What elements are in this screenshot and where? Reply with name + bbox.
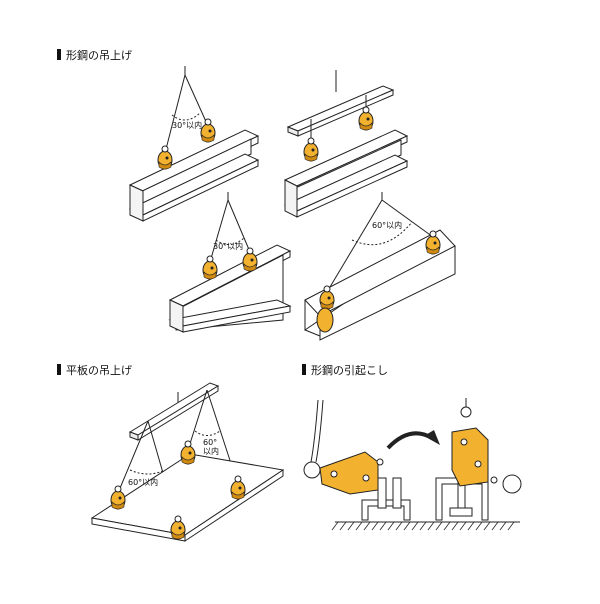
section-title: 平板の吊上げ (66, 364, 132, 377)
uprighting-arrow (386, 430, 440, 450)
clamp-icon (451, 427, 498, 487)
beam-sling-30deg-a (128, 66, 260, 222)
square-bullet-icon (302, 364, 306, 375)
angle-label: 60° 以内 (203, 438, 219, 456)
beam-spreader-bar (283, 70, 409, 218)
angle-label: 30°以内 (172, 121, 203, 130)
clamp-icon (202, 255, 218, 280)
clamp-icon (157, 145, 173, 170)
clamp-icon (358, 106, 374, 131)
angle-label: 30°以内 (213, 242, 244, 251)
clamp-icon (242, 247, 258, 272)
angle-label: 60°以内 (372, 221, 403, 230)
angle-label-line: 60° (203, 438, 218, 447)
angle-label: 60°以内 (128, 478, 159, 487)
plate-spreader-lift (90, 382, 285, 542)
section-header-shaped-steel-uprighting: 形鋼の引起こし (302, 362, 388, 378)
square-bullet-icon (57, 364, 61, 375)
section-title: 形鋼の吊上げ (66, 49, 132, 62)
clamp-icon (110, 485, 126, 510)
section-header-plate-lifting: 平板の吊上げ (57, 362, 132, 378)
section-title: 形鋼の引起こし (311, 364, 388, 377)
clamp-icon (303, 137, 319, 162)
square-bullet-icon (57, 49, 61, 60)
clamp-icon (316, 307, 334, 333)
beam-sling-30deg-b (168, 192, 292, 333)
channel-sling-60deg (303, 192, 456, 341)
uprighting-before (303, 399, 520, 531)
section-header-shaped-steel-lifting: 形鋼の吊上げ (57, 47, 132, 63)
clamp-icon (200, 118, 216, 143)
angle-label-line: 以内 (203, 447, 219, 456)
clamp-icon (180, 440, 196, 465)
clamp-icon (319, 451, 384, 495)
